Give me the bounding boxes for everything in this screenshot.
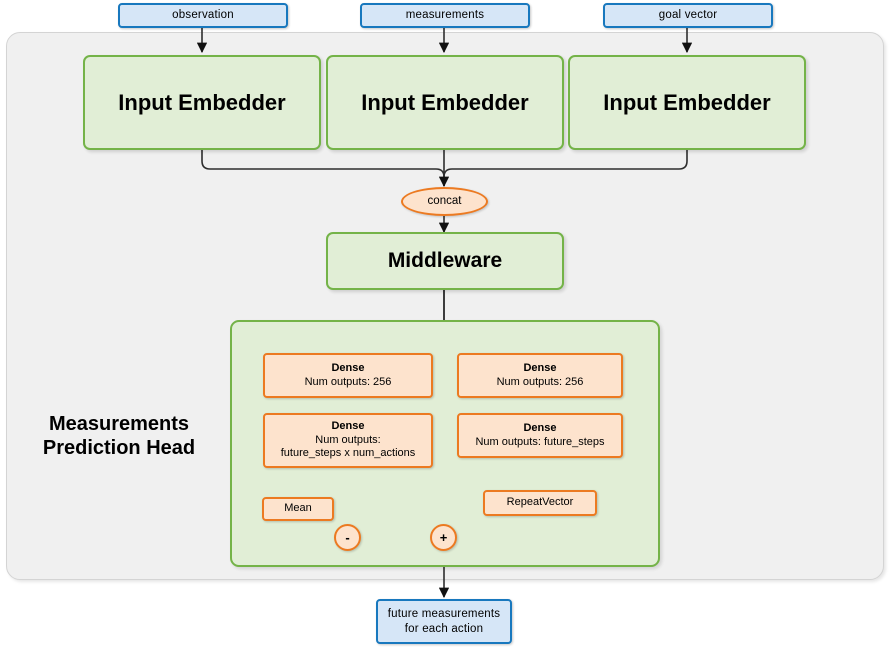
input-embedder-measurements-label: Input Embedder — [361, 89, 529, 115]
dense-left-256-sub: Num outputs: 256 — [304, 375, 392, 388]
input-embedder-measurements[interactable]: Input Embedder — [326, 55, 564, 150]
dense-right-256-sub: Num outputs: 256 — [496, 375, 584, 388]
output-line-1: future measurements — [387, 608, 501, 621]
head-caption-line-1: Measurements — [48, 413, 190, 435]
input-observation[interactable]: observation — [118, 3, 288, 28]
dense-left-future-steps-actions[interactable]: Dense Num outputs: future_steps x num_ac… — [263, 413, 433, 468]
dense-right-256[interactable]: Dense Num outputs: 256 — [457, 353, 623, 398]
dense-right-fs-title: Dense — [523, 421, 557, 434]
dense-left-256[interactable]: Dense Num outputs: 256 — [263, 353, 433, 398]
repeat-vector-node[interactable]: RepeatVector — [483, 490, 597, 516]
subtract-operator[interactable]: - — [334, 524, 361, 551]
dense-left-256-title: Dense — [331, 361, 365, 374]
head-caption-line-2: Prediction Head — [42, 437, 196, 460]
input-embedder-observation[interactable]: Input Embedder — [83, 55, 321, 150]
dense-right-future-steps[interactable]: Dense Num outputs: future_steps — [457, 413, 623, 458]
concat-label: concat — [427, 195, 462, 208]
input-embedder-observation-label: Input Embedder — [118, 89, 286, 115]
dense-left-fs-sub2: future_steps x num_actions — [280, 447, 416, 460]
input-observation-label: observation — [172, 9, 234, 22]
measurements-prediction-head-caption: Measurements Prediction Head — [18, 412, 220, 461]
middleware-node[interactable]: Middleware — [326, 232, 564, 290]
mean-label: Mean — [284, 502, 312, 515]
mean-node[interactable]: Mean — [262, 497, 334, 521]
output-future-measurements[interactable]: future measurements for each action — [376, 599, 512, 644]
input-goal-vector-label: goal vector — [658, 9, 718, 22]
edge-embedder1-to-concat — [201, 150, 445, 186]
output-line-2: for each action — [404, 622, 484, 635]
input-measurements[interactable]: measurements — [360, 3, 530, 28]
input-measurements-label: measurements — [405, 9, 485, 22]
repeat-vector-label: RepeatVector — [506, 496, 574, 509]
add-operator-label: + — [439, 530, 448, 545]
dense-right-fs-sub: Num outputs: future_steps — [475, 435, 605, 448]
add-operator[interactable]: + — [430, 524, 457, 551]
middleware-label: Middleware — [387, 248, 503, 272]
concat-node[interactable]: concat — [401, 187, 488, 216]
dense-left-fs-title: Dense — [331, 419, 365, 432]
input-embedder-goal-vector[interactable]: Input Embedder — [568, 55, 806, 150]
edge-embedder3-to-concat — [443, 150, 688, 186]
input-goal-vector[interactable]: goal vector — [603, 3, 773, 28]
subtract-operator-label: - — [345, 530, 350, 545]
dense-right-256-title: Dense — [523, 361, 557, 374]
dense-left-fs-sub1: Num outputs: — [315, 433, 381, 446]
input-embedder-goal-vector-label: Input Embedder — [603, 89, 771, 115]
